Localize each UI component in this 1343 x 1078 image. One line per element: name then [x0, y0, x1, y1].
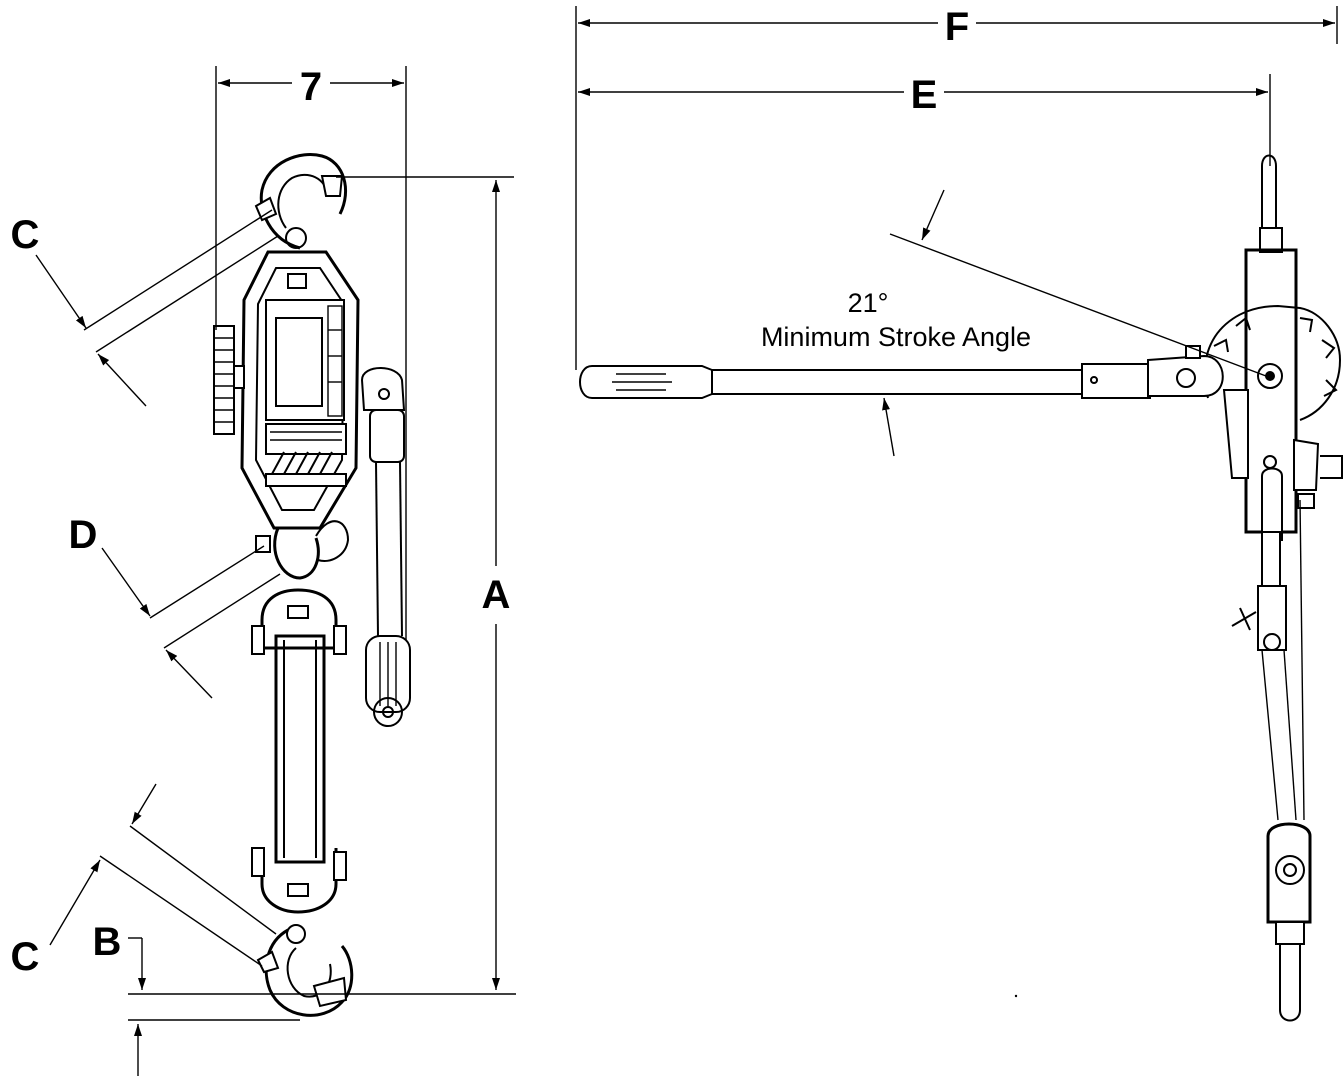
dimension-labels: 7 F E C D A B C [11, 5, 970, 979]
front-lower-block [1266, 822, 1312, 1022]
middle-link [255, 520, 350, 580]
front-operating-handle [579, 345, 1283, 399]
front-top-hook [1259, 154, 1283, 253]
dim-label-c-bottom: C [11, 935, 40, 979]
side-dimension-lines [35, 66, 516, 1076]
side-handle [360, 367, 411, 727]
dim-label-width: 7 [300, 65, 322, 109]
sheave-block [251, 588, 347, 914]
top-hook [254, 153, 348, 250]
dim-label-a: A [482, 573, 511, 617]
drawing-speck [1014, 994, 1018, 998]
dim-label-c-top: C [11, 213, 40, 257]
release-knob [213, 325, 245, 435]
dim-label-d: D [69, 513, 98, 557]
hoist-housing [240, 250, 360, 530]
angle-value: 21° [848, 288, 889, 318]
dim-label-b: B [93, 920, 122, 964]
bottom-hook [256, 924, 354, 1017]
front-load-chain [1231, 499, 1305, 821]
dim-label-e: E [911, 73, 938, 117]
hoist-side-view [213, 153, 411, 1017]
hoist-front-view [579, 154, 1343, 1022]
front-dimension-lines [575, 6, 1338, 457]
stroke-angle-label: 21° Minimum Stroke Angle [761, 288, 1031, 352]
dim-label-f: F [945, 5, 969, 49]
front-housing [1203, 248, 1343, 541]
angle-caption: Minimum Stroke Angle [761, 322, 1031, 352]
